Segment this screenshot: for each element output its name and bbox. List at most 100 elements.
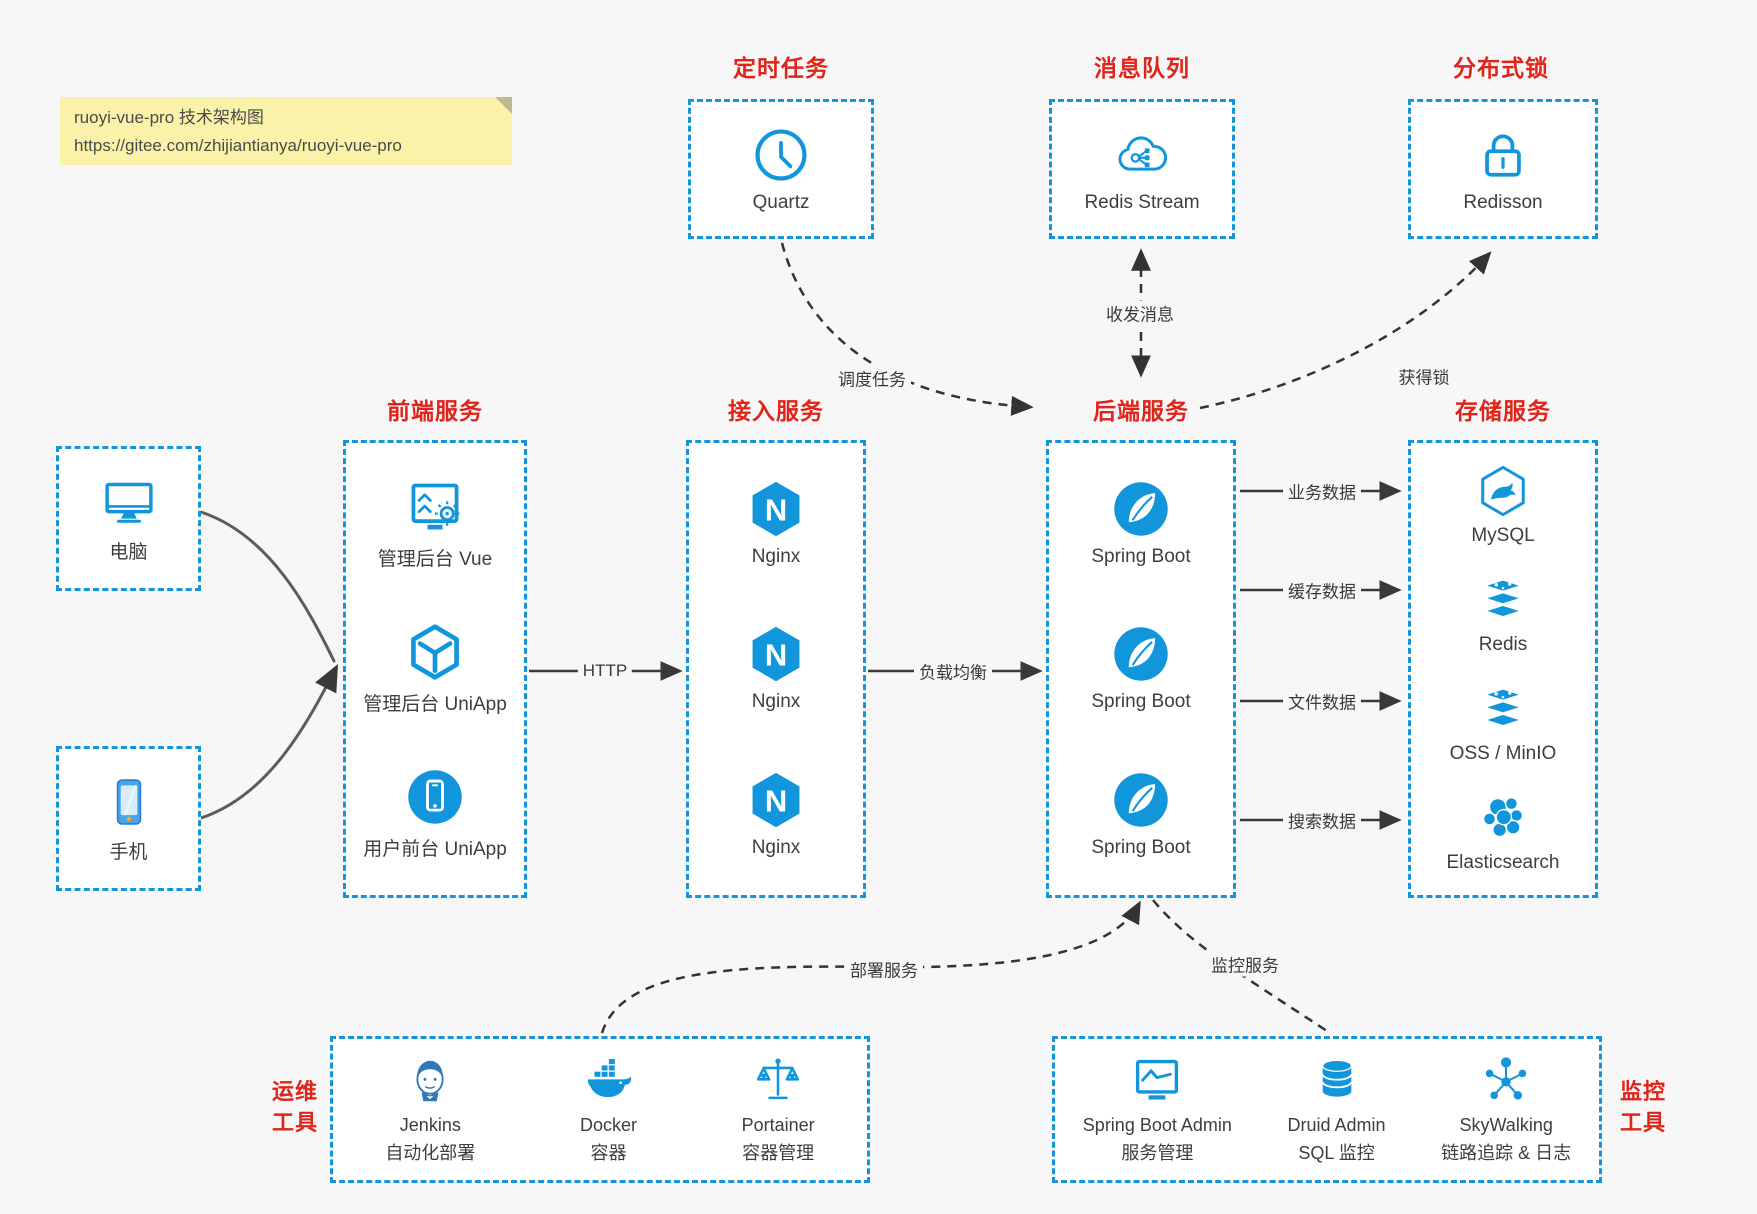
node-label: Druid Admin bbox=[1287, 1115, 1386, 1135]
node-redisson: Redisson bbox=[1463, 125, 1543, 214]
mobile-app-icon bbox=[408, 770, 462, 825]
edge-label-cache-data: 缓存数据 bbox=[1283, 577, 1361, 603]
node-desc: 链路追踪 & 日志 bbox=[1441, 1143, 1572, 1163]
edge-label-schedule: 调度任务 bbox=[833, 365, 911, 391]
group-title-ops-tools: 运维工具 bbox=[271, 1079, 318, 1135]
note-url: https://gitee.com/zhijiantianya/ruoyi-vu… bbox=[74, 136, 402, 156]
edge-label-http: HTTP bbox=[577, 661, 633, 681]
group-title-frontend: 前端服务 bbox=[387, 398, 483, 424]
node-phone: 手机 bbox=[101, 774, 157, 864]
nginx-icon: N bbox=[752, 481, 800, 537]
spring-boot-icon bbox=[1114, 482, 1168, 536]
jenkins-icon bbox=[416, 1060, 444, 1102]
node-label: MySQL bbox=[1471, 525, 1535, 546]
druid-icon bbox=[1321, 1059, 1352, 1097]
group-box-monitor-tools: Spring Boot Admin 服务管理 Druid Admin SQL 监… bbox=[1052, 1036, 1602, 1183]
portainer-icon bbox=[757, 1058, 800, 1100]
cloud-network-icon bbox=[1118, 135, 1168, 171]
node-admin-vue: 管理后台 Vue bbox=[346, 477, 524, 571]
node-admin-uniapp: 管理后台 UniApp bbox=[346, 622, 524, 716]
group-box-quartz: Quartz bbox=[688, 99, 874, 239]
group-box-redisson: Redisson bbox=[1408, 99, 1598, 239]
group-box-ops-tools: Jenkins 自动化部署 Docker 容器 bbox=[330, 1036, 870, 1183]
spring-boot-icon bbox=[1114, 627, 1168, 682]
edge-lock-line bbox=[1199, 251, 1492, 410]
edge-label-search-data: 搜索数据 bbox=[1283, 807, 1361, 833]
node-label: Docker bbox=[579, 1115, 637, 1135]
group-box-frontend: 管理后台 Vue 管理后台 UniApp 用户前台 UniApp bbox=[343, 440, 527, 898]
node-desc: 容器 bbox=[590, 1143, 627, 1163]
redis-stack-icon bbox=[1481, 687, 1525, 727]
group-title-backend: 后端服务 bbox=[1093, 398, 1189, 424]
spring-boot-admin-icon bbox=[1136, 1059, 1179, 1100]
skywalking-icon bbox=[1485, 1057, 1527, 1100]
group-title-gateway: 接入服务 bbox=[728, 398, 824, 424]
node-mysql: MySQL bbox=[1411, 464, 1595, 547]
node-label: Spring Boot Admin bbox=[1082, 1115, 1232, 1135]
group-title-monitor-tools: 监控工具 bbox=[1619, 1079, 1666, 1135]
node-portainer: Portainer 容器管理 bbox=[742, 1054, 815, 1165]
node-label: Redis bbox=[1478, 634, 1528, 655]
node-druid-admin: Druid Admin SQL 监控 bbox=[1288, 1054, 1386, 1165]
edge-label-load-balance: 负载均衡 bbox=[914, 658, 992, 684]
node-label: Redis Stream bbox=[1084, 191, 1200, 213]
docker-icon bbox=[588, 1059, 632, 1098]
edge-label-file-data: 文件数据 bbox=[1283, 688, 1361, 714]
node-label: Elasticsearch bbox=[1446, 852, 1560, 873]
redis-stack-icon bbox=[1481, 578, 1525, 618]
edge-phone-to-frontend bbox=[199, 664, 339, 820]
nginx-icon: N bbox=[752, 627, 800, 682]
node-label: 管理后台 UniApp bbox=[363, 693, 507, 715]
node-user-uniapp: 用户前台 UniApp bbox=[346, 767, 524, 861]
group-box-backend: Spring Boot Spring Boot Spring Boot bbox=[1046, 440, 1236, 898]
phone-icon bbox=[116, 778, 141, 825]
note-title: ruoyi-vue-pro 技术架构图 bbox=[74, 108, 264, 127]
node-label: SkyWalking bbox=[1459, 1115, 1553, 1135]
desktop-icon bbox=[104, 482, 153, 523]
spring-boot-icon bbox=[1114, 773, 1168, 827]
edge-schedule-line bbox=[780, 242, 1034, 416]
node-quartz: Quartz bbox=[751, 125, 811, 214]
node-label: Portainer bbox=[741, 1115, 815, 1135]
node-nginx-2: N Nginx bbox=[689, 624, 863, 713]
node-pc: 电脑 bbox=[100, 474, 158, 564]
node-label: Quartz bbox=[752, 191, 810, 213]
node-elasticsearch: Elasticsearch bbox=[1411, 791, 1595, 874]
node-label: Spring Boot bbox=[1091, 836, 1191, 858]
edge-label-lock: 获得锁 bbox=[1393, 363, 1455, 389]
node-nginx-1: N Nginx bbox=[689, 479, 863, 568]
edge-label-deploy: 部署服务 bbox=[845, 956, 923, 982]
admin-vue-icon bbox=[411, 483, 460, 530]
svg-text:N: N bbox=[765, 492, 787, 527]
node-label: 电脑 bbox=[109, 541, 148, 563]
node-label: Redisson bbox=[1463, 191, 1543, 213]
device-box-phone: 手机 bbox=[56, 746, 201, 891]
node-redis: Redis bbox=[1411, 573, 1595, 656]
node-label: Jenkins bbox=[399, 1115, 461, 1135]
group-box-gateway: N Nginx N Nginx N Nginx bbox=[686, 440, 866, 898]
group-title-distributed-lock: 分布式锁 bbox=[1453, 55, 1549, 81]
svg-text:N: N bbox=[765, 783, 787, 818]
node-label: 管理后台 Vue bbox=[377, 548, 493, 570]
node-spring-boot-3: Spring Boot bbox=[1049, 770, 1233, 859]
group-title-scheduled-tasks: 定时任务 bbox=[733, 55, 829, 81]
node-label: 手机 bbox=[109, 841, 148, 863]
node-spring-boot-admin: Spring Boot Admin 服务管理 bbox=[1083, 1054, 1232, 1165]
cube-icon bbox=[411, 624, 459, 680]
node-desc: SQL 监控 bbox=[1298, 1143, 1375, 1163]
node-label: Nginx bbox=[751, 546, 801, 568]
node-jenkins: Jenkins 自动化部署 bbox=[385, 1054, 475, 1165]
node-redis-stream: Redis Stream bbox=[1084, 125, 1200, 214]
mysql-icon bbox=[1481, 465, 1525, 517]
svg-text:N: N bbox=[765, 638, 787, 673]
node-nginx-3: N Nginx bbox=[689, 770, 863, 859]
node-desc: 自动化部署 bbox=[385, 1143, 476, 1163]
node-label: OSS / MinIO bbox=[1449, 743, 1557, 764]
group-title-message-queue: 消息队列 bbox=[1094, 55, 1190, 81]
nginx-icon: N bbox=[752, 772, 800, 827]
group-title-storage: 存储服务 bbox=[1455, 398, 1551, 424]
edge-pc-to-frontend bbox=[199, 510, 336, 663]
node-desc: 容器管理 bbox=[742, 1143, 815, 1163]
edge-label-business-data: 业务数据 bbox=[1283, 478, 1361, 504]
